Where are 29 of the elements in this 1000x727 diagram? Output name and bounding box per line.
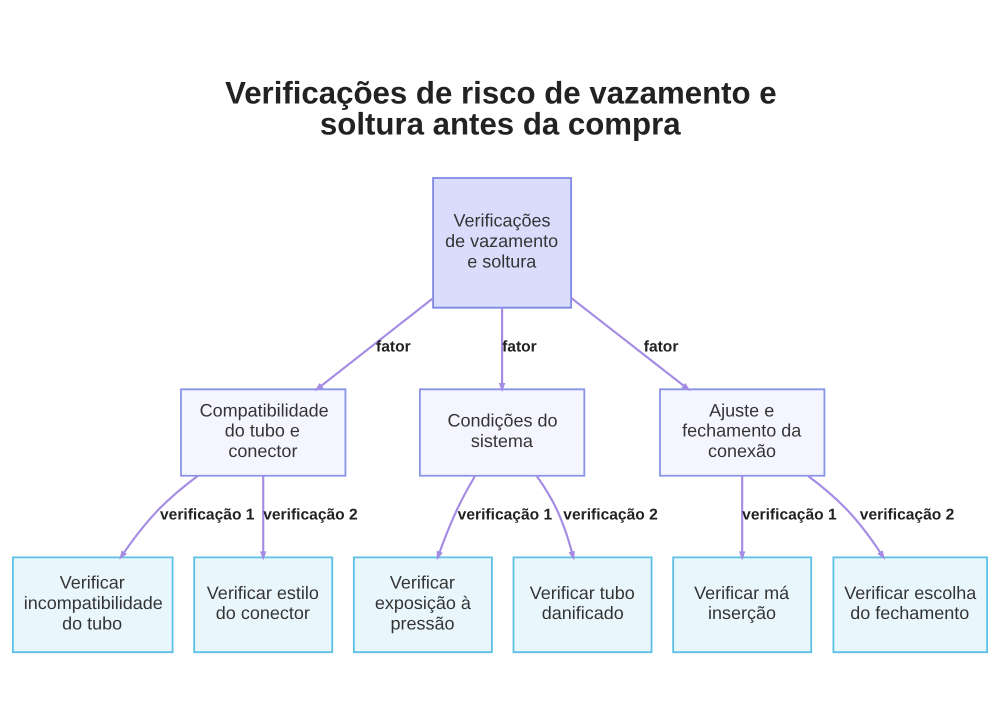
edge-label: fator (644, 338, 678, 356)
arrow (436, 475, 476, 560)
edge-label: verificação 2 (263, 506, 358, 524)
arrow (808, 475, 886, 560)
edge-label: verificação 2 (563, 506, 658, 524)
node-box: Verificar exposição à pressão (352, 556, 493, 654)
edge-label: fator (502, 338, 537, 356)
node-box: Verificar estilo do conector (193, 556, 334, 654)
edge-label: verificação 1 (742, 506, 837, 524)
arrow (119, 475, 198, 560)
node-box: Verificar incompatibilidade do tubo (12, 556, 174, 654)
edge-label: verificação 2 (860, 506, 954, 524)
edge-label: verificação 1 (160, 506, 254, 524)
arrow (738, 476, 746, 560)
arrow (570, 297, 691, 392)
edge-label: verificação 1 (458, 506, 552, 524)
node-box: Compatibilidade do tubo e conector (180, 388, 346, 477)
arrow (260, 476, 266, 560)
node-box: Verificar má inserção (672, 556, 812, 654)
node-box: Verificações de vazamento e soltura (432, 177, 572, 309)
node-box: Condições do sistema (418, 388, 586, 477)
node-box: Ajuste e fechamento da conexão (659, 388, 826, 477)
node-box: Verificar tubo danificado (512, 556, 652, 654)
diagram-title: Verificações de risco de vazamento e soltura antes da compra (225, 75, 777, 142)
edge-label: fator (376, 338, 411, 356)
node-box: Verificar escolha do fechamento (832, 556, 988, 654)
arrow (498, 308, 506, 392)
arrow (314, 297, 434, 392)
arrow (536, 475, 575, 560)
